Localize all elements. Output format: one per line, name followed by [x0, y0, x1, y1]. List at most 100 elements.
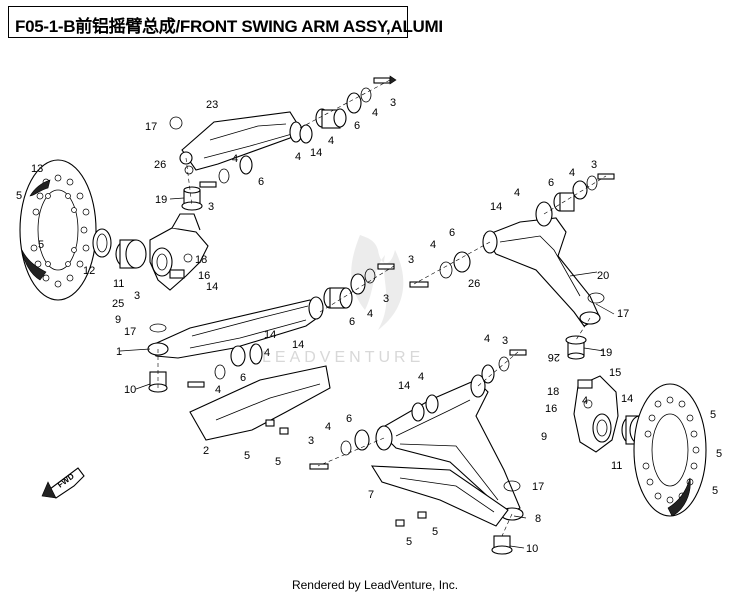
callout-4: 4 [582, 395, 588, 407]
callout-4: 4 [325, 421, 331, 433]
callout-5: 5 [275, 456, 281, 468]
callout-4: 4 [215, 384, 221, 396]
callout-3: 3 [591, 159, 597, 171]
callout-25: 25 [112, 298, 124, 310]
callout-26: 26 [548, 351, 560, 363]
callout-4: 4 [232, 153, 238, 165]
callout-9: 9 [115, 314, 121, 326]
callout-7: 7 [368, 489, 374, 501]
left-arm-skid-guard [189, 365, 331, 441]
forward-direction-arrow: FWD [41, 467, 85, 499]
callout-14: 14 [490, 201, 502, 213]
callout-14: 14 [398, 380, 410, 392]
callout-3: 3 [308, 435, 314, 447]
callout-3: 3 [390, 97, 396, 109]
callout-11: 11 [113, 278, 124, 290]
callout-4: 4 [514, 187, 520, 199]
callout-9: 9 [541, 431, 547, 443]
callout-6: 6 [258, 176, 264, 188]
callout-14: 14 [621, 393, 633, 405]
callout-5: 5 [432, 526, 438, 538]
upper-right-arm-bushings [409, 173, 615, 304]
callout-26: 26 [154, 159, 166, 171]
callout-3: 3 [408, 254, 414, 266]
callout-6: 6 [548, 177, 554, 189]
callout-4: 4 [430, 239, 436, 251]
left-wheel-hub-assembly [92, 228, 147, 269]
callout-8: 8 [535, 513, 541, 525]
watermark-logo [351, 235, 404, 330]
callout-4: 4 [569, 167, 575, 179]
callout-18: 18 [547, 386, 559, 398]
lower-left-arm-bushings [149, 263, 395, 388]
callout-16: 16 [198, 270, 210, 282]
callout-15: 15 [609, 367, 621, 379]
callout-20: 20 [597, 270, 609, 282]
callout-5: 5 [38, 239, 44, 251]
watermark-text: LEADVENTURE [262, 349, 424, 366]
callout-23: 23 [206, 99, 218, 111]
part-callouts: 1 2 3 3 3 3 3 3 3 3 4 4 4 4 4 4 4 4 4 4 … [16, 97, 722, 555]
callout-18: 18 [195, 254, 207, 266]
callout-11: 11 [611, 460, 622, 472]
render-credit-footer: Rendered by LeadVenture, Inc. [291, 578, 459, 592]
callout-6: 6 [349, 316, 355, 328]
callout-17: 17 [145, 121, 157, 133]
callout-4: 4 [328, 135, 334, 147]
callout-2: 2 [203, 445, 209, 457]
callout-3: 3 [502, 335, 508, 347]
callout-26: 26 [468, 278, 480, 290]
callout-17: 17 [124, 326, 136, 338]
callout-4: 4 [295, 151, 301, 163]
left-lower-ball-joint [148, 371, 168, 393]
callout-13: 13 [31, 163, 43, 175]
callout-14: 14 [292, 339, 304, 351]
callout-4: 4 [264, 347, 270, 359]
callout-6: 6 [346, 413, 352, 425]
callout-16: 16 [545, 403, 557, 415]
right-steering-knuckle [573, 375, 619, 453]
callout-17: 17 [532, 481, 544, 493]
callout-3: 3 [134, 290, 140, 302]
callout-4: 4 [372, 107, 378, 119]
right-brake-disc [633, 383, 707, 517]
callout-5: 5 [716, 448, 722, 460]
callout-10: 10 [124, 384, 136, 396]
callout-14: 14 [206, 281, 218, 293]
left-steering-knuckle [149, 213, 209, 291]
callout-4: 4 [484, 333, 490, 345]
callout-3: 3 [208, 201, 214, 213]
callout-4: 4 [418, 371, 424, 383]
callout-14: 14 [264, 329, 276, 341]
callout-6: 6 [449, 227, 455, 239]
callout-4: 4 [367, 308, 373, 320]
assembly-center-lines [157, 79, 607, 537]
diagram-title: F05-1-B前铝摇臂总成/FRONT SWING ARM ASSY,ALUMI [15, 17, 443, 36]
callout-5: 5 [710, 409, 716, 421]
upper-right-a-arm [482, 201, 601, 327]
right-upper-ball-joint [565, 335, 587, 360]
callout-leader-lines [119, 197, 615, 549]
left-brake-disc [19, 159, 97, 301]
callout-1: 1 [116, 346, 122, 358]
callout-14: 14 [310, 147, 322, 159]
callout-5: 5 [244, 450, 250, 462]
callout-12: 12 [83, 265, 95, 277]
callout-5: 5 [406, 536, 412, 548]
callout-6: 6 [240, 372, 246, 384]
callout-19: 19 [155, 194, 167, 206]
right-arm-skid-guard [370, 465, 509, 527]
callout-3: 3 [383, 293, 389, 305]
callout-5: 5 [16, 190, 22, 202]
upper-left-a-arm [179, 111, 303, 171]
lower-right-arm-bushings [309, 349, 527, 492]
left-upper-ball-joint [181, 165, 203, 211]
callout-17: 17 [617, 308, 629, 320]
callout-6: 6 [354, 120, 360, 132]
right-lower-ball-joint [491, 535, 513, 555]
callout-5: 5 [712, 485, 718, 497]
upper-left-arm-bushings [169, 75, 397, 188]
callout-19: 19 [600, 347, 612, 359]
diagram-title-box: F05-1-B前铝摇臂总成/FRONT SWING ARM ASSY,ALUMI [8, 6, 443, 38]
